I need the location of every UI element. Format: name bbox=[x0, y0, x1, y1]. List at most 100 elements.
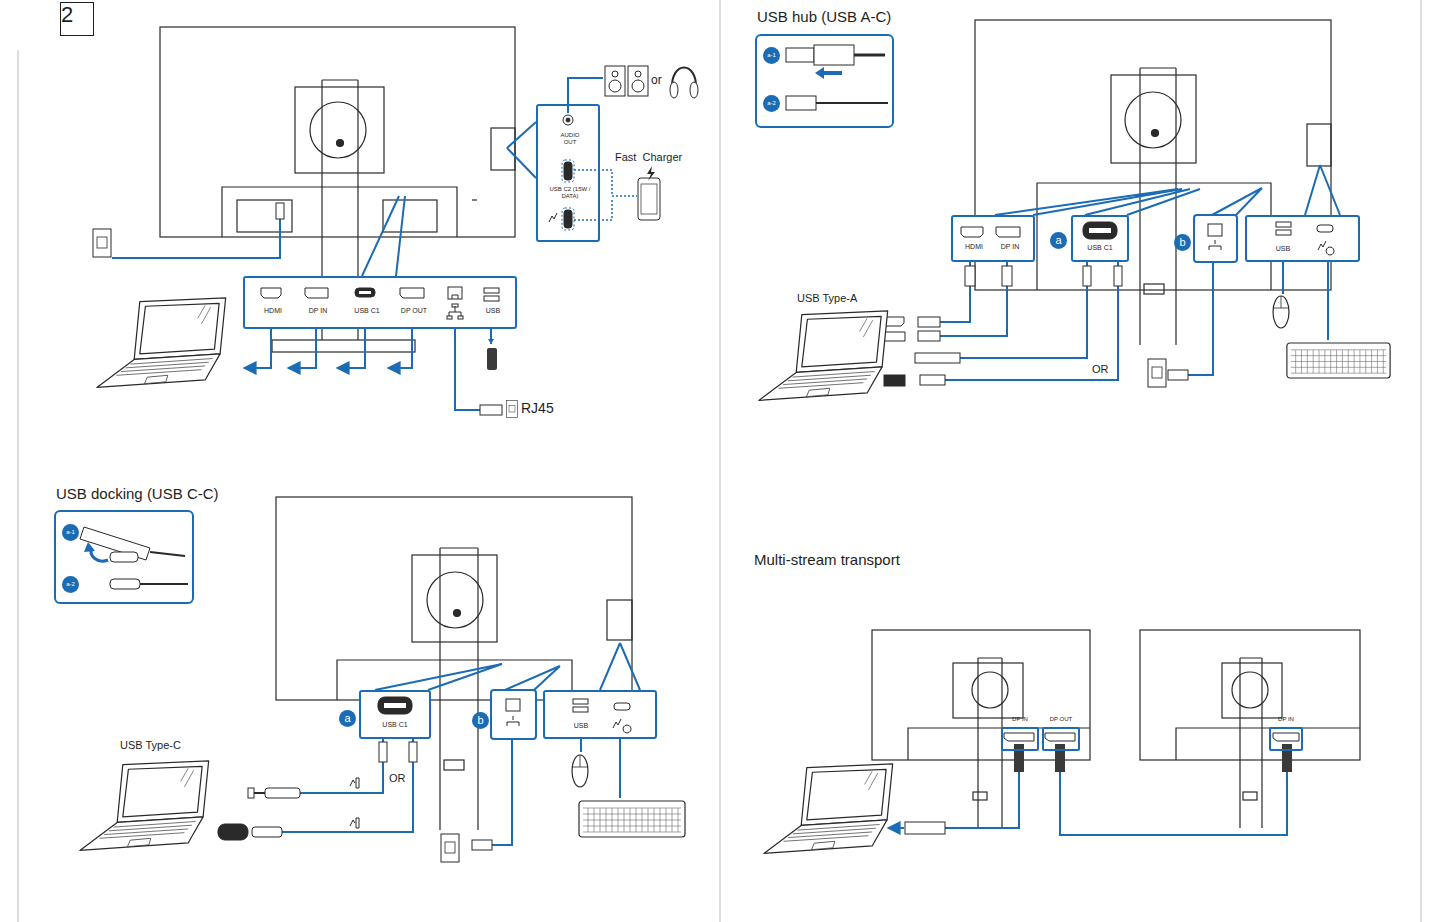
audio-cable-part bbox=[612, 71, 618, 77]
hub-cables-part bbox=[1188, 262, 1213, 375]
charger-link bbox=[574, 166, 660, 220]
port-icons-part bbox=[996, 227, 1020, 237]
mst-cables bbox=[888, 733, 1299, 835]
port-icons-part bbox=[506, 699, 520, 711]
inset-box-part bbox=[55, 511, 193, 603]
cable-plugs-part bbox=[350, 818, 359, 828]
port-icons-part bbox=[614, 703, 630, 710]
side-port-icons-part bbox=[562, 160, 574, 182]
power-cable-part bbox=[93, 229, 111, 257]
port-icons-part bbox=[359, 291, 371, 294]
callout-pointer bbox=[375, 643, 640, 690]
port-label: b bbox=[1179, 236, 1185, 248]
power-cable-part bbox=[276, 203, 284, 219]
usb-stick-part bbox=[487, 348, 497, 370]
laptop bbox=[80, 761, 209, 851]
callout-pointer-part bbox=[505, 666, 560, 690]
dock-cables-part bbox=[619, 739, 621, 798]
charger-link-part bbox=[574, 170, 637, 220]
video-arrows-part bbox=[388, 329, 412, 368]
port-icons-part bbox=[961, 227, 983, 237]
port-label: HDMI bbox=[248, 307, 298, 315]
usb-stick-part bbox=[488, 339, 494, 344]
power-cable-part bbox=[112, 219, 280, 258]
monitor-back-part bbox=[1243, 792, 1257, 800]
port-label: a-2 bbox=[66, 581, 75, 588]
port-icons-part bbox=[458, 316, 463, 319]
monitor-back-part bbox=[276, 497, 632, 700]
port-icons-part bbox=[484, 288, 499, 293]
port-label: AUDIO OUT bbox=[555, 132, 585, 145]
monitor-back-part bbox=[272, 340, 415, 352]
dock-cables bbox=[282, 739, 620, 845]
side-port-icons-part bbox=[564, 162, 572, 180]
note-label: USB Type-A bbox=[797, 292, 857, 305]
port-label: USB bbox=[1262, 245, 1304, 253]
inset-box-part bbox=[816, 102, 888, 104]
monitor-back-part bbox=[440, 548, 478, 830]
hub-cables-part bbox=[945, 262, 1118, 380]
callout-pointer bbox=[995, 165, 1340, 215]
port-label: USB bbox=[468, 307, 518, 315]
cable-plugs-part bbox=[1083, 266, 1091, 286]
port-icons-part bbox=[507, 716, 519, 726]
panel-ground bbox=[953, 215, 1358, 262]
keyboard bbox=[1287, 343, 1390, 378]
inset-box-part bbox=[824, 71, 842, 75]
side-port-icons-part bbox=[549, 213, 557, 222]
monitor-back-part bbox=[491, 128, 515, 170]
monitor-back-part bbox=[237, 200, 292, 232]
callout-circle: a-2 bbox=[763, 95, 780, 112]
port-label: DP OUT bbox=[1038, 716, 1084, 723]
port-label: DP IN bbox=[1263, 716, 1309, 723]
cable-plugs bbox=[882, 266, 1188, 386]
audio-cable-part bbox=[605, 66, 625, 96]
inset-box-part bbox=[786, 96, 816, 110]
mst-cables-part bbox=[888, 827, 904, 829]
port-icons-part bbox=[261, 288, 281, 298]
inset-box-part bbox=[756, 35, 893, 127]
monitor-back-part bbox=[1222, 663, 1282, 718]
hub-cables-part bbox=[1327, 262, 1329, 340]
port-callout-box: USB bbox=[1245, 215, 1360, 262]
callout-pointer-part bbox=[375, 664, 502, 690]
side-port-icons-part bbox=[563, 115, 573, 125]
wall-outlet bbox=[1148, 359, 1166, 387]
inset-box-part bbox=[110, 579, 140, 589]
cable-plugs-part bbox=[920, 375, 945, 385]
monitor-back-part bbox=[160, 27, 515, 237]
mst-cables-part bbox=[1060, 770, 1287, 835]
audio-cable-part bbox=[568, 78, 603, 113]
callout-pointer-part bbox=[507, 122, 536, 178]
port-label: 2 bbox=[61, 3, 93, 27]
port-label: DP IN bbox=[293, 307, 343, 315]
port-icons-part bbox=[573, 699, 588, 704]
rj45-cable bbox=[455, 329, 517, 417]
monitor-back-part bbox=[1176, 728, 1360, 760]
port-label: a-1 bbox=[66, 529, 75, 536]
hub-cables-part bbox=[960, 262, 1087, 358]
port-icons-part bbox=[452, 304, 458, 307]
cable-plugs-part bbox=[1168, 370, 1188, 380]
callout-pointer-part bbox=[362, 196, 405, 276]
video-arrows bbox=[244, 329, 412, 368]
cable-plugs-part bbox=[918, 331, 940, 341]
port-label: USB C2 (15W / DATA) bbox=[548, 186, 592, 199]
panel-ground-part bbox=[538, 106, 598, 240]
inset-box-part bbox=[814, 45, 854, 65]
inset-box bbox=[55, 511, 193, 603]
port-label: USB bbox=[560, 722, 602, 730]
port-icons-part bbox=[1276, 230, 1291, 235]
page-divider bbox=[720, 0, 721, 922]
power-cable bbox=[93, 203, 284, 258]
video-arrows-part bbox=[244, 329, 271, 368]
cable-plugs-part bbox=[1002, 266, 1012, 286]
inset-box-part bbox=[110, 552, 138, 562]
mouse bbox=[1273, 296, 1289, 328]
monitor-back bbox=[975, 20, 1331, 345]
port-label: b bbox=[477, 714, 483, 726]
section-title: USB hub (USB A-C) bbox=[757, 8, 891, 25]
port-icons-part bbox=[305, 288, 328, 298]
note-label: OR bbox=[1092, 363, 1109, 376]
